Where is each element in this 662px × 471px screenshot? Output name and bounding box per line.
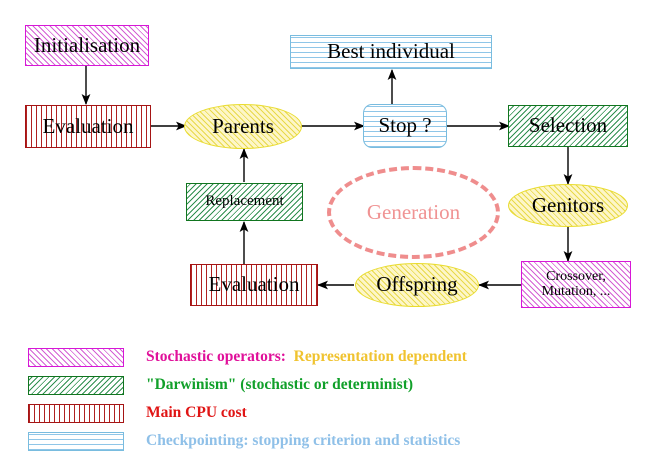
node-crossover-mutation[interactable]: Crossover, Mutation, ... <box>521 261 631 308</box>
node-selection-label: Selection <box>528 113 608 138</box>
legend-row-darwinism: "Darwinism" (stochastic or determinist) <box>0 372 413 398</box>
node-genitors[interactable]: Genitors <box>508 184 628 227</box>
legend-swatch-darwinism <box>28 375 124 395</box>
node-stop[interactable]: Stop ? <box>363 104 447 148</box>
node-selection[interactable]: Selection <box>508 105 628 147</box>
legend-swatch-stochastic-operator <box>28 347 124 367</box>
generation-zone-label: Generation <box>366 200 461 224</box>
node-evaluation-top[interactable]: Evaluation <box>25 105 151 148</box>
node-stop-label: Stop ? <box>378 113 432 138</box>
node-best-individual-label: Best individual <box>327 39 455 64</box>
node-replacement[interactable]: Replacement <box>186 183 303 221</box>
node-genitors-label: Genitors <box>531 192 605 217</box>
legend-swatch-checkpointing <box>28 431 124 451</box>
legend-row-checkpointing: Checkpointing: stopping criterion and st… <box>0 428 460 454</box>
legend: Stochastic operators: Representation dep… <box>0 340 662 471</box>
node-parents[interactable]: Parents <box>184 104 302 149</box>
node-best-individual[interactable]: Best individual <box>290 35 492 69</box>
legend-label-representation-dependent: Representation dependent <box>285 348 467 366</box>
node-initialisation[interactable]: Initialisation <box>25 25 149 66</box>
legend-label-main-cpu-cost: Main CPU cost <box>146 404 247 422</box>
legend-row-stochastic-operators: Stochastic operators: Representation dep… <box>0 344 467 370</box>
node-initialisation-label: Initialisation <box>33 32 141 57</box>
generation-zone: Generation <box>327 166 500 259</box>
legend-label-darwinism: "Darwinism" (stochastic or determinist) <box>146 376 414 394</box>
node-crossover-mutation-label: Crossover, Mutation, ... <box>541 269 611 299</box>
legend-label-stochastic-operators-primary: Stochastic operators: <box>146 348 286 366</box>
legend-label-checkpointing: Checkpointing: stopping criterion and st… <box>146 432 461 450</box>
node-evaluation-top-label: Evaluation <box>42 113 134 138</box>
node-offspring-label: Offspring <box>376 272 458 297</box>
node-parents-label: Parents <box>212 113 274 138</box>
legend-row-main-cpu-cost: Main CPU cost <box>0 400 247 426</box>
node-evaluation-bottom[interactable]: Evaluation <box>190 264 318 306</box>
legend-label-stochastic-operators: Stochastic operators: Representation dep… <box>146 349 467 365</box>
node-evaluation-bottom-label: Evaluation <box>208 272 300 297</box>
node-offspring[interactable]: Offspring <box>355 263 479 307</box>
legend-swatch-main-cpu-cost <box>28 403 124 423</box>
node-replacement-label: Replacement <box>205 193 284 210</box>
